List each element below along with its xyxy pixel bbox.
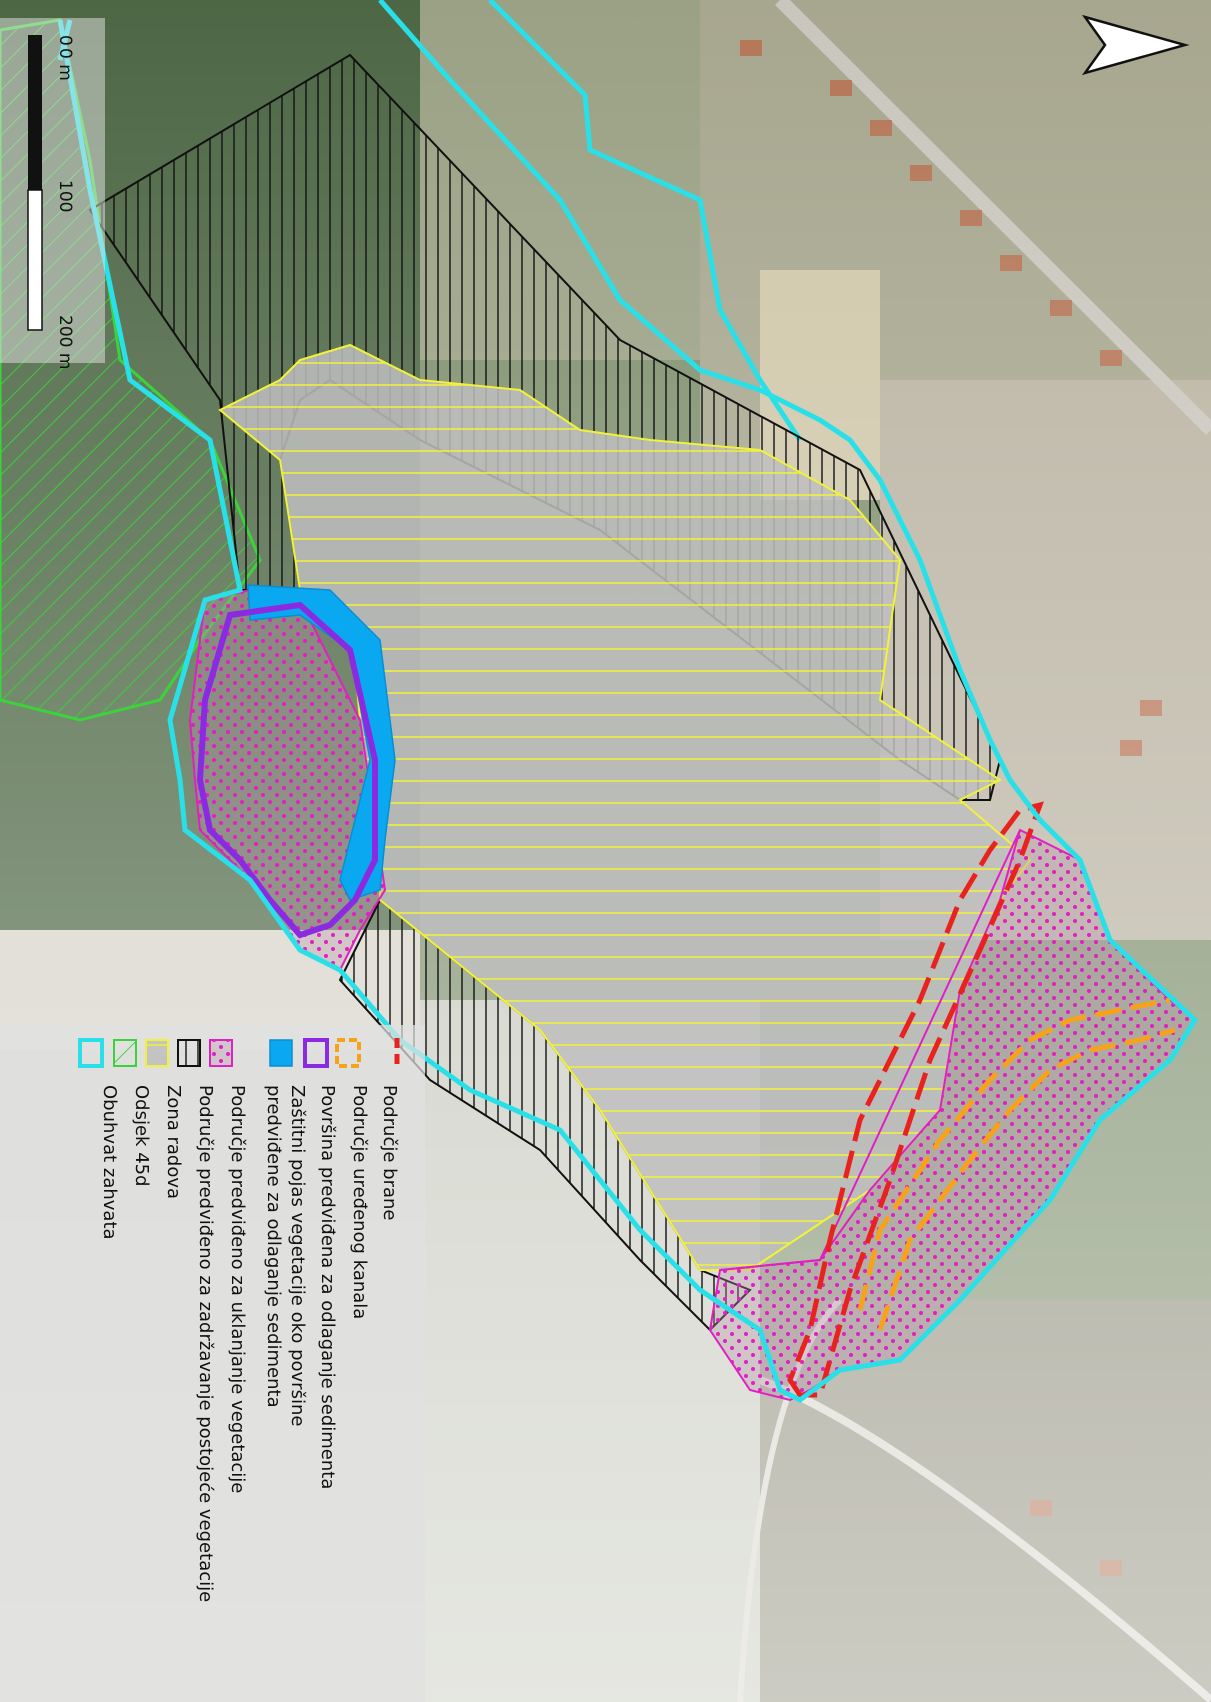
svg-text:Područje predviđeno za zadržav: Područje predviđeno za zadržavanje posto…: [195, 1085, 216, 1602]
scale-label-zero: 0: [55, 35, 75, 46]
vegetation-buffer-area[interactable]: [247, 584, 396, 901]
legend-item-vegetation-keep: Područje predviđeno za zadržavanje posto…: [177, 1039, 216, 1602]
project-extent-boundary[interactable]: [57, 0, 1199, 1403]
svg-text:Obuhvat zahvata: Obuhvat zahvata: [99, 1085, 120, 1240]
canal-area[interactable]: [857, 997, 1171, 1311]
svg-text:Odsjek 45d: Odsjek 45d: [131, 1085, 152, 1187]
legend-item-dam: Područje brane: [379, 1038, 400, 1221]
legend-item-vegetation-removal: Područje predviđeno za uklanjanje vegeta…: [209, 1039, 248, 1493]
map-legend: Područje brane Područje uređenog kanala …: [0, 1025, 425, 1702]
svg-text:predviđene za odlaganje sedime: predviđene za odlaganje sedimenta: [263, 1085, 284, 1408]
svg-text:Područje brane: Područje brane: [379, 1085, 400, 1221]
north-arrow-icon: [1081, 14, 1190, 76]
svg-text:Površina predviđena za odlagan: Površina predviđena za odlaganje sedimen…: [317, 1085, 338, 1489]
scale-label-200m: 200 m: [55, 315, 75, 369]
svg-text:Područje uređenog kanala: Područje uređenog kanala: [349, 1085, 370, 1319]
cyan-river-line: [488, 0, 803, 442]
legend-item-section-45d: Odsjek 45d: [113, 1039, 152, 1187]
svg-text:Zaštitni pojas vegetacije oko: Zaštitni pojas vegetacije oko površine: [287, 1085, 308, 1426]
legend-item-sediment: Površina predviđena za odlaganje sedimen…: [303, 1038, 338, 1489]
svg-text:Područje predviđeno za uklanja: Područje predviđeno za uklanjanje vegeta…: [227, 1085, 248, 1493]
legend-item-work-zone: Zona radova: [145, 1039, 184, 1199]
svg-text:Zona radova: Zona radova: [163, 1085, 184, 1199]
scale-label-zero-m: 0 m: [55, 48, 75, 81]
legend-item-project-extent: Obuhvat zahvata: [78, 1038, 120, 1240]
legend-item-canal: Područje uređenog kanala: [335, 1038, 370, 1319]
scale-label-100: 100: [55, 180, 75, 212]
scale-bar: 0 0 m 100 200 m: [0, 18, 105, 369]
sediment-disposal-area[interactable]: [196, 601, 378, 939]
legend-item-buffer: Zaštitni pojas vegetacije oko površine p…: [263, 1039, 308, 1426]
